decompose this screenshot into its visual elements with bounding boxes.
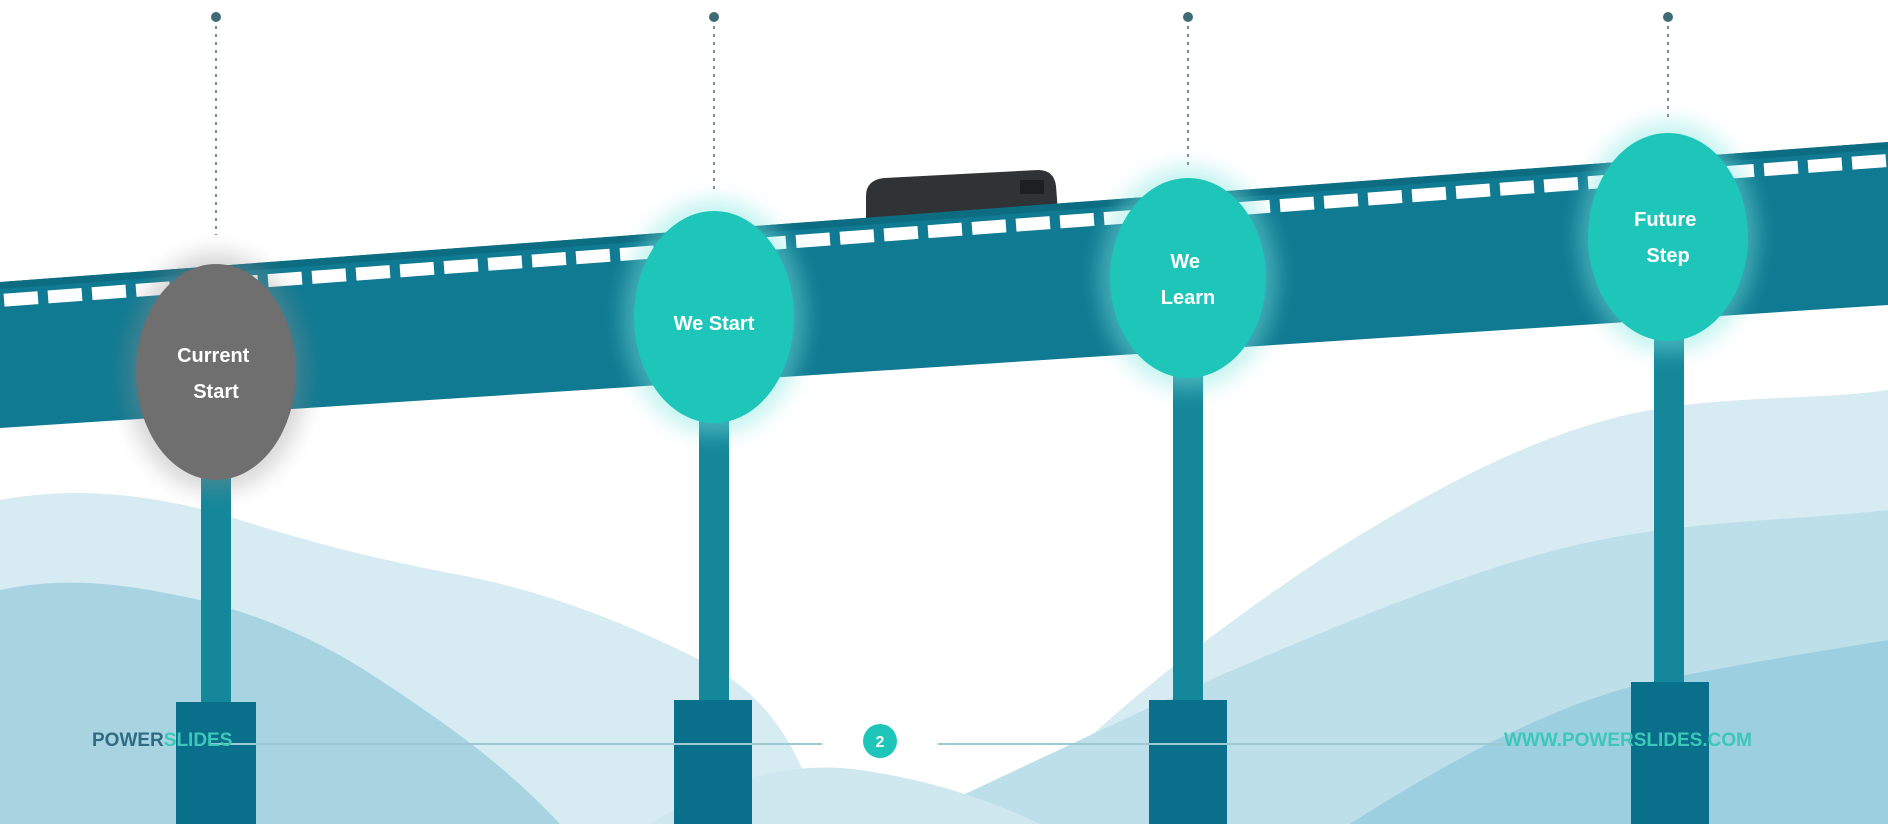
rail-window [1060,213,1095,228]
node-label: Current [177,345,250,367]
hanger-dot [211,12,221,22]
train-window [1020,180,1044,194]
rail-window [972,219,1007,234]
rail-window [884,226,919,241]
footer-url: WWW.POWERSLIDES.COM [1504,730,1752,751]
node-label: Learn [1161,287,1215,309]
rail-window [444,259,479,274]
rail-window [1324,193,1359,208]
rail-window [1852,154,1887,169]
rail-window [928,223,963,238]
rail-window [1500,180,1535,195]
rail-window [312,268,347,283]
footer-brand: POWERSLIDES [92,730,232,751]
page-number: 2 [876,734,885,751]
node-circle [136,264,296,480]
rail-window [92,285,127,300]
rail-window [1544,177,1579,192]
hanger-dot [709,12,719,22]
hanger-dot [1663,12,1673,22]
node-we-learn: We Learn [1098,166,1278,390]
pillar-base [1149,700,1227,824]
hanger-dot [1183,12,1193,22]
pillar-base [1631,682,1709,824]
node-label: We Start [674,313,755,335]
pillar-shaft [1173,370,1203,710]
node-we-start: We Start [622,199,806,435]
rail-window [1764,161,1799,176]
node-circle [1110,178,1266,378]
node-label: Step [1646,245,1689,267]
rail-window [1808,157,1843,172]
rail-window [356,265,391,280]
brand-slides: SLIDES [164,730,233,751]
rail-window [1412,187,1447,202]
rail-window [1368,190,1403,205]
rail-window [48,288,83,303]
node-label: Start [193,381,239,403]
rail-window [796,232,831,247]
svg-text:We Start: We Start [674,313,755,335]
rail-window [1280,197,1315,212]
node-label: We [1170,251,1200,273]
rail-window [4,291,39,306]
pillar-shaft [201,470,231,710]
node-label: Future [1634,209,1696,231]
rail-window [400,262,435,277]
pillar-shaft [699,420,729,710]
rail-window [1456,184,1491,199]
node-current-start: Current Start [124,252,308,492]
rail-window [840,229,875,244]
pillar-shaft [1654,330,1684,690]
rail-window [576,249,611,264]
rail-window [532,252,567,267]
mountain-background [0,390,1888,824]
rail-window [488,255,523,270]
node-future-step: Future Step [1578,121,1758,353]
brand-power: POWER [92,730,164,751]
pillar-base [674,700,752,824]
rail-window [1016,216,1051,231]
node-circle [1588,133,1748,341]
pillar-base [176,702,256,824]
